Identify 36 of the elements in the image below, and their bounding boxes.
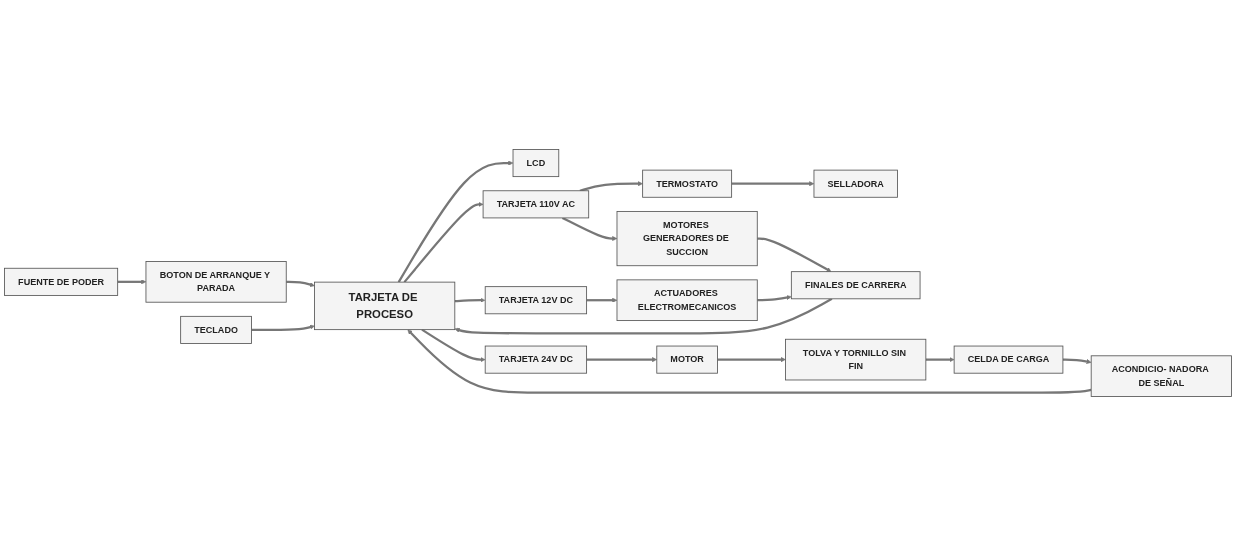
arrow — [925, 357, 955, 363]
arrow — [454, 297, 833, 335]
node-box: BOTON DE ARRANQUE Y PARADA — [145, 261, 287, 303]
node-box: FUENTE DE PODER — [4, 267, 119, 296]
arrow — [286, 280, 315, 288]
arrow — [757, 295, 792, 302]
arrow — [1062, 358, 1092, 364]
node-box: ACONDICIO- NADORA DE SEÑAL — [1090, 355, 1232, 397]
node-box: MOTOR — [656, 345, 718, 374]
arrow — [586, 297, 618, 303]
node-box: CELDA DE CARGA — [953, 345, 1064, 374]
arrow — [731, 181, 815, 187]
arrow — [117, 279, 147, 285]
node-box: TARJETA 24V DC — [484, 345, 588, 374]
node-box: MOTORES GENERADORES DE SUCCION — [616, 211, 758, 267]
arrow — [251, 324, 315, 332]
node-box: ACTUADORES ELECTROMECANICOS — [616, 279, 758, 321]
arrow — [454, 297, 486, 303]
arrow — [421, 328, 486, 363]
arrow — [579, 181, 643, 192]
arrow — [397, 160, 514, 283]
arrow — [586, 357, 657, 363]
node-box: TOLVA Y TORNILLO SIN FIN — [785, 338, 927, 381]
arrow — [561, 216, 618, 242]
node-box: LCD — [512, 149, 560, 178]
arrow — [717, 357, 786, 363]
arrow — [407, 329, 1092, 394]
arrow — [757, 237, 832, 272]
node-box: TERMOSTATO — [642, 169, 733, 198]
node-box: TECLADO — [180, 315, 252, 344]
node-box: TARJETA 12V DC — [484, 286, 588, 315]
node-box: TARJETA DE PROCESO — [314, 281, 456, 331]
node-box: SELLADORA — [813, 169, 898, 198]
node-box: FINALES DE CARRERA — [790, 271, 921, 300]
arrow — [403, 201, 484, 283]
node-box: TARJETA 110V AC — [482, 190, 590, 219]
